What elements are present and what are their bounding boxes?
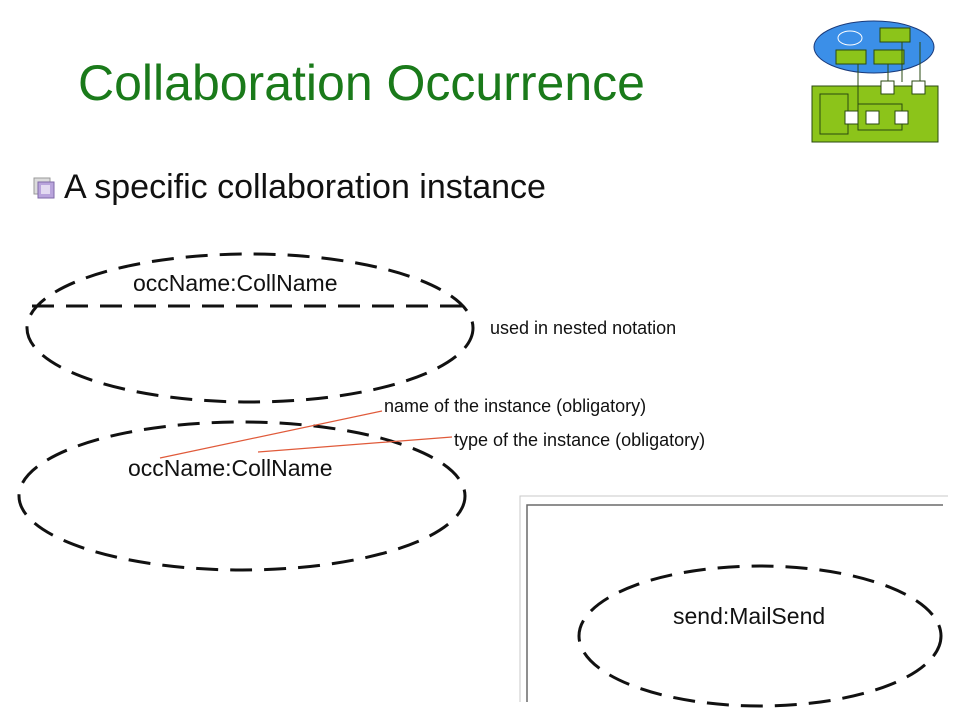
type-leader-line (257, 436, 453, 453)
bullet-text: A specific collaboration instance (64, 168, 546, 206)
nested-occurrence-label: occName:CollName (133, 270, 338, 296)
mailsend-occurrence-label: send:MailSend (673, 603, 826, 629)
frame-inner-edge (526, 504, 943, 702)
slide-title: Collaboration Occurrence (78, 55, 645, 111)
name-annotation: name of the instance (obligatory) (384, 396, 647, 416)
nested-occurrence-ellipse (25, 252, 475, 404)
annotated-occurrence-label: occName:CollName (128, 455, 333, 481)
logo-icon (811, 20, 939, 143)
mailsend-occurrence-ellipse (577, 564, 943, 708)
type-annotation: type of the instance (obligatory) (454, 430, 706, 450)
nested-notation-note: used in nested notation (490, 318, 677, 338)
bullet-icon (33, 177, 55, 199)
annotated-occurrence-ellipse (17, 420, 467, 572)
frame-outer-edge (519, 495, 948, 702)
name-leader-line (159, 410, 383, 459)
